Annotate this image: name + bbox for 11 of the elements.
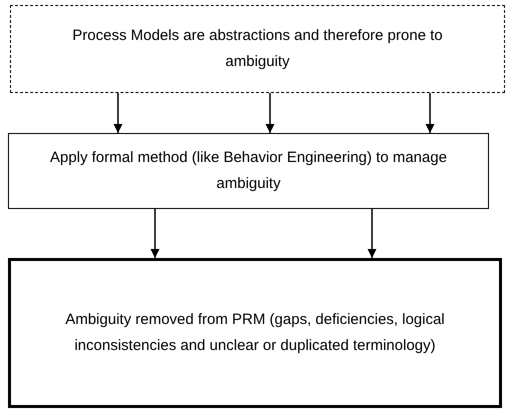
arrow [150, 209, 160, 258]
box-text: Ambiguity removed from PRM (gaps, deficiencies, logical inconsistencies and unclear or duplicated terminology) [64, 310, 446, 356]
box-text: Process Models are abstractions and therefore prone to ambiguity [71, 26, 444, 72]
box-text: Apply formal method (like Behavior Engineering) to manage ambiguity [49, 148, 448, 194]
arrow [266, 93, 274, 133]
arrow [426, 93, 434, 133]
process-box [8, 258, 502, 408]
arrow [114, 93, 122, 133]
process-box [10, 5, 505, 93]
process-box [8, 133, 489, 209]
arrow [368, 209, 376, 258]
